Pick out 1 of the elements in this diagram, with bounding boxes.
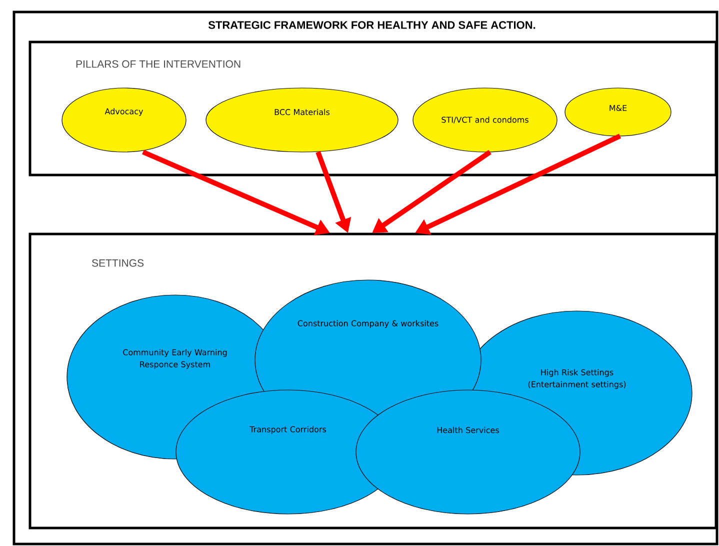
title: STRATEGIC FRAMEWORK FOR HEALTHY AND SAFE ACTION.	[208, 21, 536, 29]
